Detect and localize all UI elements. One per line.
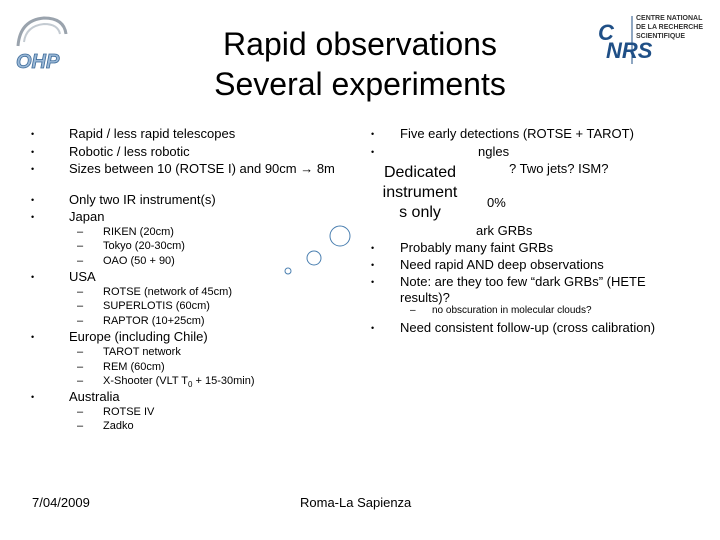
sub-item: –Zadko [77, 420, 134, 432]
title-line: Rapid observations [223, 26, 497, 62]
cloud-body [352, 148, 468, 237]
ohp-logo: OHP [10, 12, 72, 74]
footer-venue: Roma-La Sapienza [300, 495, 412, 510]
list-item-partial: ark GRBs [476, 223, 533, 238]
cnrs-logo: C NRS [598, 10, 716, 70]
footer-date: 7/04/2009 [32, 495, 90, 510]
list-item: •Sizes between 10 (ROTSE I) and 90cm → 8… [31, 161, 335, 176]
slide-title: Rapid observations Several experiments [150, 24, 570, 104]
cloud-bubble-large [329, 225, 351, 247]
list-item: •Rapid / less rapid telescopes [31, 126, 236, 141]
sub-item: –ROTSE IV [77, 406, 155, 418]
title-line: Several experiments [214, 66, 506, 102]
callout-line: s only [399, 204, 441, 221]
cnrs-name: CENTRE NATIONAL DE LA RECHERCHE SCIENTIF… [636, 14, 720, 41]
list-item: •Need consistent follow-up (cross calibr… [371, 320, 656, 335]
list-item: •Australia [31, 389, 120, 404]
callout-line: Dedicated [383, 164, 457, 181]
sub-item: –SUPERLOTIS (60cm) [77, 300, 210, 312]
sub-item: –X-Shooter (VLT T0 + 15-30min) [77, 375, 255, 390]
cnrs-name-line: DE LA RECHERCHE [636, 24, 704, 31]
thought-cloud-callout [284, 148, 468, 275]
sub-item: –OAO (50 + 90) [77, 255, 175, 267]
svg-text:C: C [598, 20, 615, 45]
callout-text: Dedicated instrument s only [368, 163, 472, 223]
list-item: •USA [31, 269, 96, 284]
list-item: •Japan [31, 209, 105, 224]
list-item-partial: •ngles [371, 144, 510, 159]
svg-text:NRS: NRS [606, 38, 653, 63]
list-item-partial: ? Two jets? ISM? [509, 161, 609, 176]
list-item: •Only two IR instrument(s) [31, 192, 216, 207]
list-item: •Probably many faint GRBs [371, 240, 554, 255]
list-item-partial: 0% [487, 195, 506, 210]
sub-item: –Tokyo (20-30cm) [77, 240, 185, 252]
sub-item: –RAPTOR (10+25cm) [77, 315, 205, 327]
list-item: •Robotic / less robotic [31, 144, 190, 159]
sub-item: –no obscuration in molecular clouds? [410, 305, 592, 316]
cnrs-name-line: SCIENTIFIQUE [636, 33, 686, 40]
sub-item: –ROTSE (network of 45cm) [77, 286, 232, 298]
list-item: •Need rapid AND deep observations [371, 257, 604, 272]
list-item: •Europe (including Chile) [31, 329, 208, 344]
callout-line: instrument [382, 184, 458, 201]
svg-text:OHP: OHP [16, 51, 60, 73]
sub-item: –TAROT network [77, 346, 181, 358]
cloud-bubble-small [284, 267, 292, 275]
sub-item: –REM (60cm) [77, 361, 165, 373]
list-item: •Five early detections (ROTSE + TAROT) [371, 126, 634, 141]
cloud-bubble-medium [306, 250, 322, 266]
cnrs-name-line: CENTRE NATIONAL [636, 15, 703, 22]
sub-item: –RIKEN (20cm) [77, 226, 174, 238]
list-item: •Note: are they too few “dark GRBs” (HET… [371, 274, 646, 305]
